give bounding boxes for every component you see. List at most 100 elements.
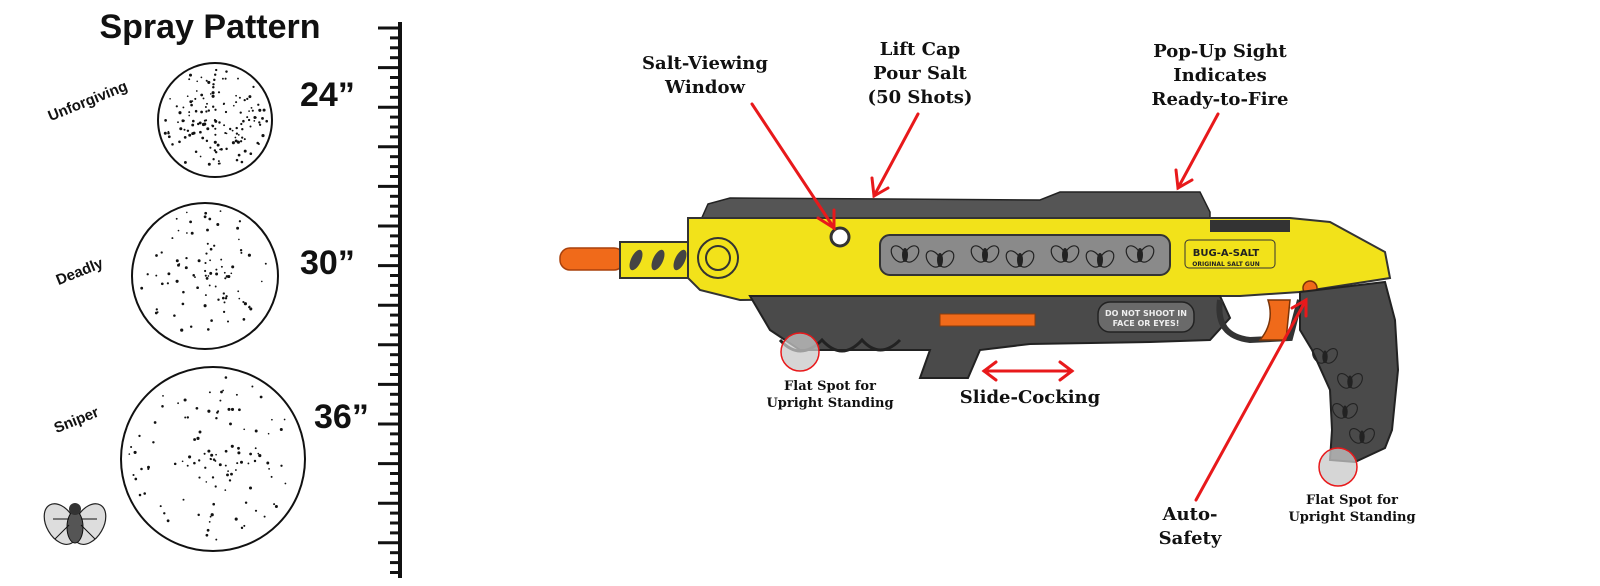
spray-dot bbox=[213, 78, 216, 82]
spray-dot bbox=[155, 308, 158, 311]
spray-dot bbox=[204, 261, 207, 265]
spray-dot bbox=[198, 476, 201, 479]
spray-dot bbox=[237, 153, 241, 157]
spray-dot bbox=[209, 515, 212, 518]
spray-dot bbox=[224, 464, 227, 467]
spray-dot bbox=[243, 524, 246, 527]
spray-dot bbox=[153, 421, 157, 424]
callout-auto-safety: Auto- Safety bbox=[1158, 504, 1222, 549]
spray-dot bbox=[175, 259, 179, 263]
spray-dot bbox=[237, 134, 240, 136]
spray-dot bbox=[254, 447, 257, 450]
spray-dot bbox=[238, 297, 241, 300]
spray-dot bbox=[209, 259, 212, 262]
spray-dot bbox=[210, 513, 214, 517]
spray-dot bbox=[207, 109, 210, 112]
spray-dot bbox=[186, 211, 188, 214]
spray-dot bbox=[211, 91, 215, 95]
spray-dot bbox=[221, 296, 225, 300]
spray-dot bbox=[175, 105, 178, 108]
trigger bbox=[1258, 299, 1291, 341]
spray-dot bbox=[249, 152, 253, 156]
spray-dot bbox=[211, 94, 215, 98]
slide-orange bbox=[939, 313, 1036, 327]
spray-dot bbox=[167, 272, 171, 276]
spray-dot bbox=[220, 390, 223, 394]
spray-dot bbox=[224, 110, 228, 114]
spray-dot bbox=[224, 297, 228, 300]
spray-dot bbox=[211, 476, 215, 479]
spray-dot bbox=[238, 96, 241, 99]
spray-dot bbox=[205, 252, 208, 255]
spray-dot bbox=[248, 306, 251, 309]
spray-dot bbox=[171, 143, 174, 146]
spray-dot bbox=[212, 458, 216, 461]
spray-dot bbox=[251, 385, 254, 388]
spray-dot bbox=[220, 147, 223, 151]
spray-dot bbox=[178, 140, 181, 144]
spray-dot bbox=[218, 121, 221, 124]
spray-dot bbox=[243, 302, 247, 306]
spray-dot bbox=[133, 450, 137, 454]
spray-dot bbox=[257, 452, 260, 455]
spray-dot bbox=[217, 298, 220, 301]
spray-dot bbox=[214, 108, 217, 111]
spray-dot bbox=[239, 111, 242, 114]
spray-dot bbox=[160, 251, 163, 254]
spray-dot bbox=[240, 122, 243, 126]
spray-dot bbox=[191, 100, 194, 102]
spray-dot bbox=[175, 217, 178, 220]
spray-dot bbox=[258, 123, 262, 126]
spray-dot bbox=[229, 422, 232, 426]
bug-a-salt-gun: BUG-A-SALT ORIGINAL SALT GUN DO NOT SHOO… bbox=[559, 191, 1400, 464]
spray-dot bbox=[266, 461, 270, 465]
spray-dot bbox=[194, 276, 196, 278]
spray-dot bbox=[214, 73, 217, 76]
spray-dot bbox=[227, 274, 231, 279]
spray-dot bbox=[188, 133, 192, 137]
orange-muzzle bbox=[559, 247, 625, 271]
spray-dot bbox=[214, 133, 217, 136]
spray-dot bbox=[234, 136, 237, 139]
spray-dot bbox=[203, 304, 207, 308]
spray-dot bbox=[219, 148, 221, 151]
spray-dot bbox=[186, 95, 189, 98]
spray-dot bbox=[249, 307, 253, 311]
brand-sub: ORIGINAL SALT GUN bbox=[1192, 261, 1259, 268]
spray-dot bbox=[199, 130, 202, 134]
spray-dot bbox=[134, 477, 138, 481]
spray-dot bbox=[185, 256, 188, 260]
spray-dot bbox=[223, 271, 226, 274]
spray-dot bbox=[167, 130, 170, 133]
spray-dot bbox=[154, 311, 158, 315]
spray-dot bbox=[230, 407, 235, 411]
spray-dot bbox=[183, 128, 186, 131]
spray-dot bbox=[190, 103, 193, 107]
spray-dot bbox=[209, 146, 212, 149]
spray-dot bbox=[207, 275, 210, 277]
spray-dot bbox=[215, 68, 218, 72]
fly-panel bbox=[879, 234, 1171, 276]
spray-dot bbox=[246, 97, 249, 101]
spray-dot bbox=[267, 432, 270, 435]
spray-dot bbox=[130, 445, 133, 449]
spray-dot bbox=[235, 101, 238, 104]
spray-dot bbox=[242, 318, 246, 321]
fly-decal-icon bbox=[1125, 245, 1155, 263]
spray-dot bbox=[215, 416, 218, 420]
spray-dot bbox=[155, 254, 158, 257]
spray-dot bbox=[225, 295, 228, 298]
spray-dot bbox=[224, 376, 228, 379]
spray-dot bbox=[271, 418, 273, 421]
spray-dot bbox=[207, 80, 211, 84]
arrow-salt-window bbox=[750, 102, 836, 230]
spray-dot bbox=[212, 502, 216, 506]
spray-dot bbox=[214, 485, 217, 488]
spray-dot bbox=[258, 454, 262, 458]
spray-dot bbox=[205, 139, 209, 143]
spray-dot bbox=[221, 77, 224, 80]
spray-dot bbox=[182, 290, 185, 294]
brand-logo: BUG-A-SALT bbox=[1193, 248, 1260, 259]
spray-dot bbox=[222, 389, 225, 392]
callout-flat-spot-front: Flat Spot for Upright Standing bbox=[766, 379, 894, 411]
